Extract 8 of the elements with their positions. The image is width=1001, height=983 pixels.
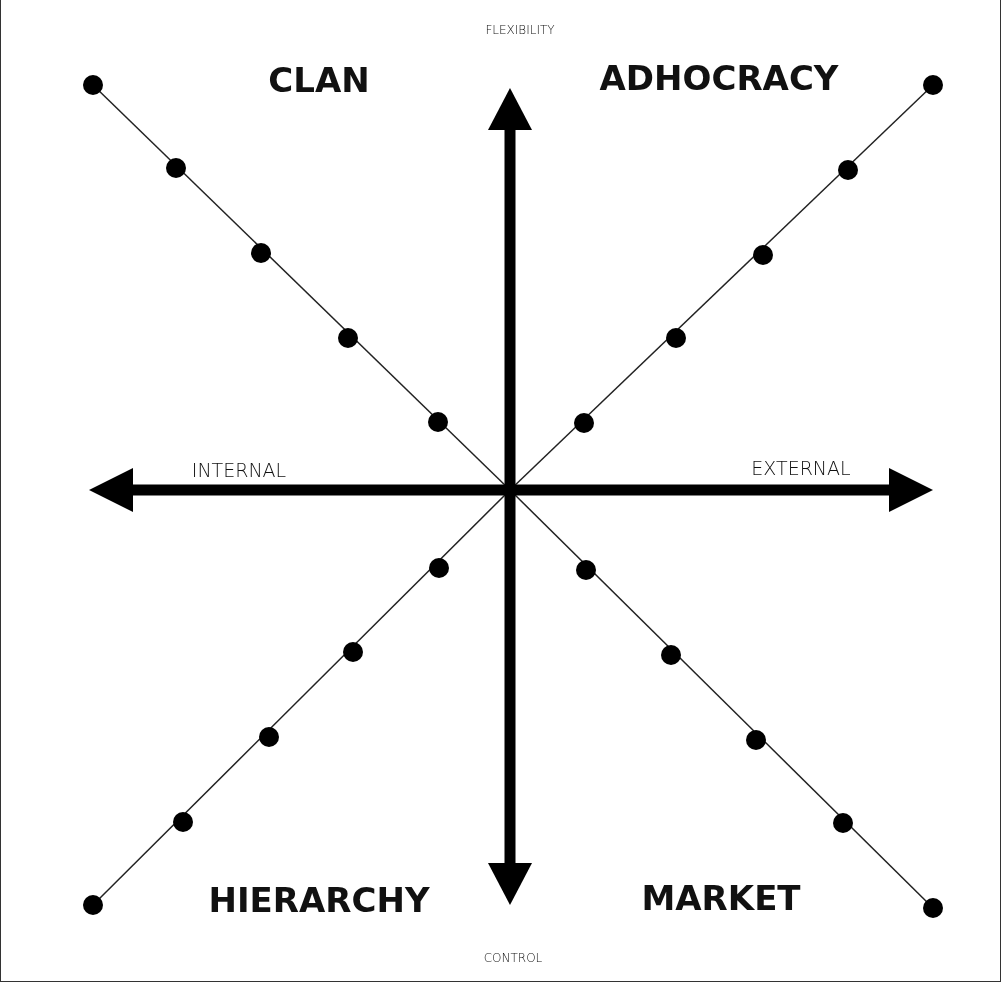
axis-label: INTERNAL (191, 460, 287, 480)
quadrant-label: HIERARCHY (208, 883, 430, 917)
quadrant-label: MARKET (641, 881, 801, 915)
axis-label: FLEXIBILITY (485, 24, 555, 36)
quadrant-label: ADHOCRACY (599, 61, 839, 95)
axis-label: EXTERNAL (751, 458, 851, 478)
axis-label: CONTROL (483, 952, 543, 964)
quadrant-label: CLAN (268, 63, 370, 97)
